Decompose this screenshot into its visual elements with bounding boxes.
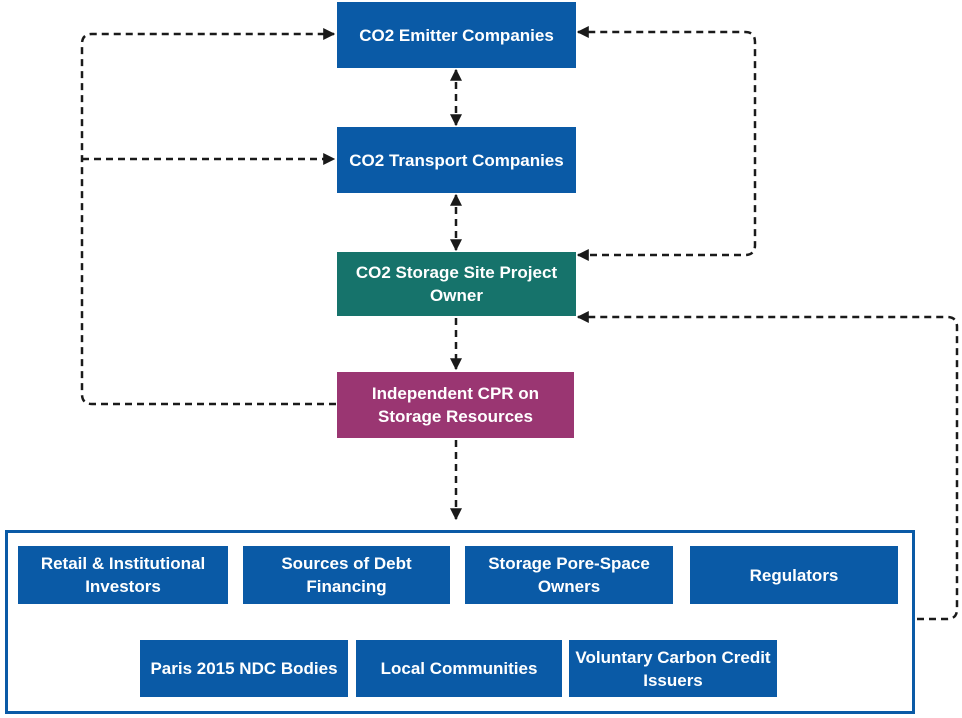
storage-emitter-right-connector bbox=[576, 26, 757, 261]
retail-institutional-investors-box[interactable]: Retail & Institutional Investors bbox=[18, 546, 228, 604]
regulators-box[interactable]: Regulators bbox=[690, 546, 898, 604]
co2-transport-companies-box[interactable]: CO2 Transport Companies bbox=[337, 127, 576, 193]
sources-of-debt-financing-box[interactable]: Sources of Debt Financing bbox=[243, 546, 450, 604]
stakeholders-storage-connector bbox=[576, 311, 959, 621]
local-communities-box[interactable]: Local Communities bbox=[356, 640, 562, 697]
storage-pore-space-owners-box[interactable]: Storage Pore-Space Owners bbox=[465, 546, 673, 604]
paris-2015-ndc-bodies-box[interactable]: Paris 2015 NDC Bodies bbox=[140, 640, 348, 697]
stakeholders-group bbox=[5, 530, 915, 714]
co2-emitter-companies-box[interactable]: CO2 Emitter Companies bbox=[337, 2, 576, 68]
voluntary-carbon-credit-issuers-box[interactable]: Voluntary Carbon Credit Issuers bbox=[569, 640, 777, 697]
co2-storage-site-project-owner-box[interactable]: CO2 Storage Site Project Owner bbox=[337, 252, 576, 316]
independent-cpr-box[interactable]: Independent CPR on Storage Resources bbox=[337, 372, 574, 438]
cpr-emitter-feedback-connector bbox=[80, 28, 336, 406]
